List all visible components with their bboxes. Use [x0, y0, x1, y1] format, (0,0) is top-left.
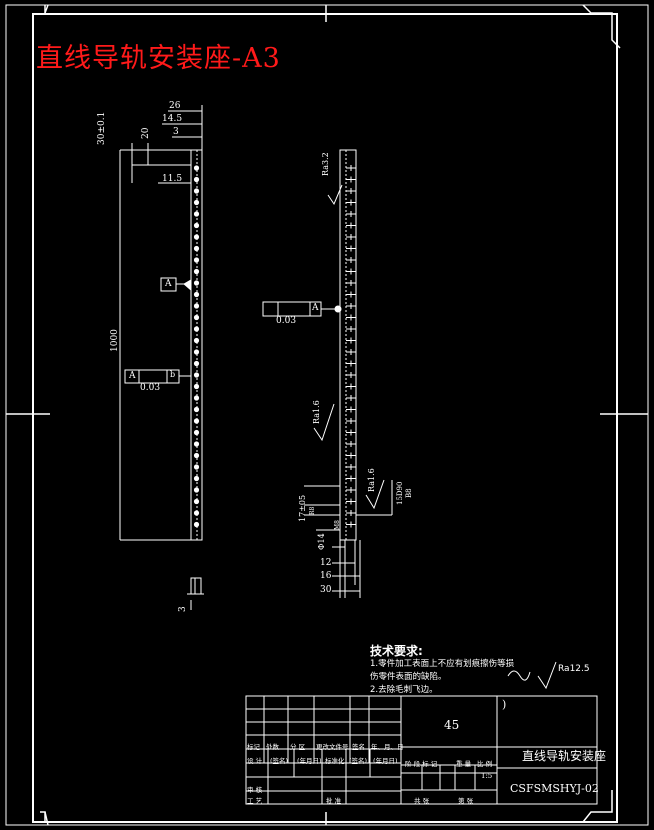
- datum-a-left: A: [165, 279, 172, 289]
- corner-marks: [40, 4, 621, 826]
- dim-14-5: 14.5: [162, 114, 183, 124]
- dim-26: 26: [169, 101, 181, 111]
- process-label: 工 艺: [247, 797, 263, 805]
- roughness-symbol: [507, 661, 557, 690]
- row-label-zone: 分 区: [290, 743, 306, 751]
- part-name: 直线导轨安装座: [522, 749, 607, 763]
- mounting-hole: [193, 176, 200, 183]
- tol-symbol-left: b: [170, 370, 176, 379]
- mounting-hole: [193, 395, 200, 401]
- scale: 1:5: [481, 772, 493, 780]
- material: 45: [444, 718, 460, 732]
- dim-30-right: 30: [320, 585, 332, 595]
- dim-phi14: Φ14: [317, 533, 326, 550]
- dim-code-m8: M8: [334, 520, 341, 530]
- roughness-1: Ra3.2: [321, 152, 330, 176]
- mounting-hole: [193, 222, 200, 229]
- mounting-hole: [193, 211, 200, 217]
- dim-1000: 1000: [110, 329, 120, 352]
- datum-a-tol-left: A: [129, 371, 136, 381]
- design-sign: (签名): [270, 757, 289, 765]
- tol-datum-right: A: [312, 303, 319, 313]
- mounting-hole: [193, 429, 200, 436]
- row-label-date: 年、月、日: [371, 743, 404, 751]
- stage-mark-label: 阶 段 标 记: [405, 760, 438, 768]
- mounting-hole: [193, 280, 200, 286]
- mounting-hole: [193, 360, 200, 367]
- tol-value-right: 0.03: [276, 316, 297, 326]
- roughness-default: Ra12.5: [558, 664, 590, 674]
- mounting-hole: [193, 337, 200, 344]
- tech-req-line-2: 伤零件表面的缺陷。: [370, 672, 447, 682]
- standard-label: 标准化: [325, 757, 345, 765]
- row-label-count: 处数: [266, 743, 279, 751]
- drawing-number: CSFSMSHYJ-02: [510, 782, 599, 795]
- mounting-hole: [193, 165, 200, 171]
- dim-30: 30±0.1: [97, 111, 107, 145]
- mounting-hole: [193, 291, 200, 298]
- mounting-hole: [193, 383, 200, 390]
- mounting-hole: [193, 521, 200, 528]
- audit-label: 审 核: [247, 786, 263, 794]
- dim-3-bottom: 3: [178, 606, 188, 612]
- standard-date: (年月日): [373, 757, 398, 765]
- scale-label: 比 例: [477, 760, 493, 768]
- tech-req-line-3: 2.去除毛刺飞边。: [370, 685, 438, 695]
- mounting-hole: [193, 314, 200, 321]
- mounting-hole: [193, 349, 200, 355]
- approve-label: 批 准: [326, 797, 342, 805]
- sheets-total: 共 张: [414, 797, 430, 805]
- technical-requirements: 技术要求: 1.零件加工表面上不应有划痕擦伤等损 伤零件表面的缺陷。 2.去除毛…: [370, 645, 514, 697]
- mounting-hole: [193, 498, 200, 505]
- dim-code-15d90: 15D90: [396, 481, 404, 505]
- mounting-hole: [193, 199, 200, 206]
- dim-11-5: 11.5: [162, 174, 183, 184]
- row-label-mark: 标记: [247, 743, 260, 751]
- dim-code-r8: R8: [309, 506, 316, 515]
- mounting-hole: [193, 452, 200, 459]
- right-view: [262, 149, 393, 598]
- mounting-hole: [193, 441, 200, 447]
- dim-12: 12: [320, 558, 332, 568]
- row-label-change: 更改文件号: [316, 743, 349, 751]
- sheet-number: 第 张: [458, 797, 474, 805]
- mounting-hole: [193, 406, 200, 413]
- tech-req-heading: 技术要求:: [370, 644, 423, 658]
- weight-label: 重 量: [456, 760, 472, 768]
- mounting-hole: [193, 464, 200, 470]
- left-view: [119, 105, 204, 610]
- mounting-hole: [193, 245, 200, 252]
- mounting-hole: [193, 257, 200, 263]
- design-label: 设 计: [247, 757, 263, 765]
- sheet-title: 直线导轨安装座-A3: [36, 43, 281, 74]
- outer-border: [5, 4, 649, 826]
- mounting-hole: [193, 487, 200, 493]
- tol-value-left: 0.03: [140, 383, 161, 393]
- standard-sign: (签名): [349, 757, 368, 765]
- roughness-2: Ra1.6: [312, 400, 321, 424]
- mounting-hole: [193, 418, 200, 424]
- mounting-hole: [193, 372, 200, 378]
- mounting-hole: [193, 268, 200, 275]
- inner-frame: [32, 13, 618, 823]
- roughness-3: Ra1.6: [367, 468, 376, 492]
- tech-req-line-1: 1.零件加工表面上不应有划痕擦伤等损: [370, 659, 515, 669]
- mounting-hole: [193, 326, 200, 332]
- title-block: [245, 695, 598, 805]
- dim-3: 3: [173, 127, 179, 137]
- mounting-hole: [193, 188, 200, 194]
- dim-16: 16: [320, 571, 332, 581]
- mounting-hole: [193, 234, 200, 240]
- dim-code-b8: B8: [405, 488, 413, 498]
- dim-17: 17±05: [298, 494, 307, 522]
- mounting-hole: [193, 475, 200, 482]
- mounting-hole: [193, 303, 200, 309]
- roughness-other: ): [502, 698, 507, 711]
- design-date: (年月日): [297, 757, 322, 765]
- mounting-hole: [193, 510, 200, 516]
- row-label-sign: 签名: [352, 743, 365, 751]
- dim-20: 20: [141, 127, 151, 139]
